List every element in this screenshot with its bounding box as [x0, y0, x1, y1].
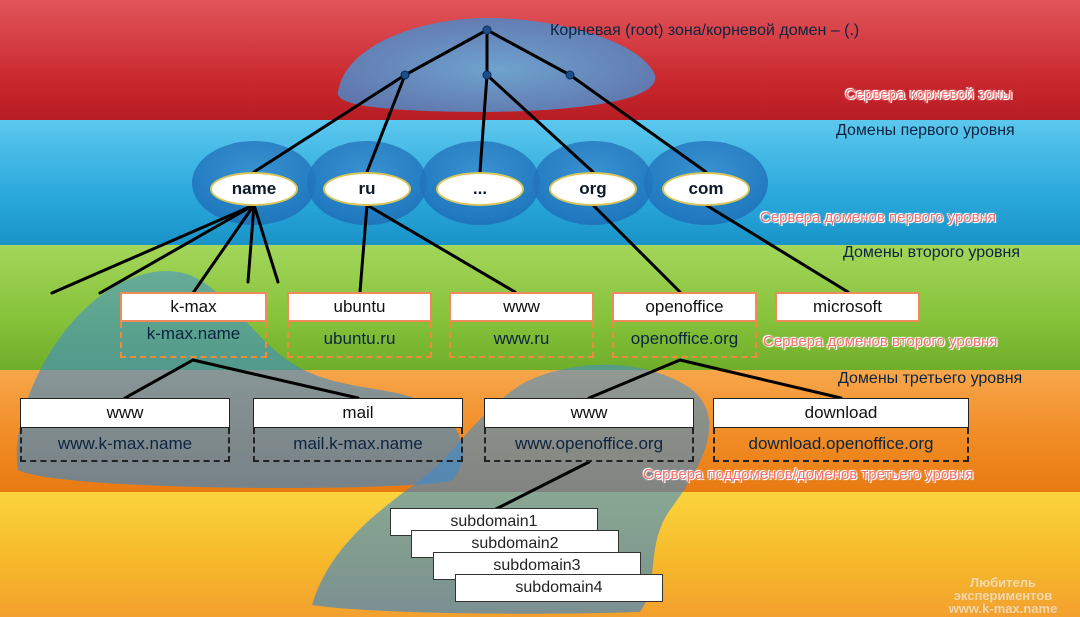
tld-node-org: org: [549, 172, 637, 206]
tld-node-ru: ru: [323, 172, 411, 206]
second-level-domain-microsoft: microsoft: [775, 292, 920, 322]
second-level-servers-label: Сервера доменов второго уровня: [763, 333, 998, 350]
k-max-server-area: [16, 270, 463, 489]
second-level-server-ubuntu: ubuntu.ru: [287, 322, 432, 358]
watermark-line-2: экспериментов: [953, 588, 1053, 603]
tld-node-ellipsis: ...: [436, 172, 524, 206]
second-level-title: Домены второго уровня: [843, 244, 1021, 261]
second-level-server-openoffice: openoffice.org: [612, 322, 757, 358]
second-level-domain-www: www: [449, 292, 594, 322]
third-level-server-www-k-max: www.k-max.name: [20, 428, 230, 462]
third-level-title: Домены третьего уровня: [838, 370, 1023, 387]
third-level-servers-label: Сервера поддоменов/доменов третьего уров…: [643, 466, 974, 483]
root-servers-label: Сервера корневой зоны: [845, 86, 1013, 103]
second-level-domain-k-max: k-max: [120, 292, 267, 322]
third-level-domain-mail: mail: [253, 398, 463, 428]
watermark: Любитель экспериментов www.k-max.name: [938, 576, 1068, 615]
subdomain-box-4: subdomain4: [455, 574, 663, 602]
third-level-server-www-openoffice: www.openoffice.org: [484, 428, 694, 462]
second-level-server-www: www.ru: [449, 322, 594, 358]
watermark-line-3: www.k-max.name: [948, 601, 1058, 616]
tld-node-name: name: [210, 172, 298, 206]
third-level-domain-www-openoffice: www: [484, 398, 694, 428]
third-level-domain-download: download: [713, 398, 969, 428]
second-level-domain-openoffice: openoffice: [612, 292, 757, 322]
root-server-area: [337, 18, 656, 112]
second-level-domain-ubuntu: ubuntu: [287, 292, 432, 322]
first-level-title: Домены первого уровня: [836, 122, 1015, 139]
first-level-servers-label: Сервера доменов первого уровня: [760, 209, 997, 226]
tld-node-com: com: [662, 172, 750, 206]
third-level-server-download: download.openoffice.org: [713, 428, 969, 462]
third-level-server-mail: mail.k-max.name: [253, 428, 463, 462]
second-level-server-k-max: k-max.name: [120, 322, 267, 358]
root-zone-title: Корневая (root) зона/корневой домен – (.…: [550, 22, 860, 39]
watermark-line-1: Любитель: [970, 575, 1036, 590]
third-level-domain-www-k-max: www: [20, 398, 230, 428]
